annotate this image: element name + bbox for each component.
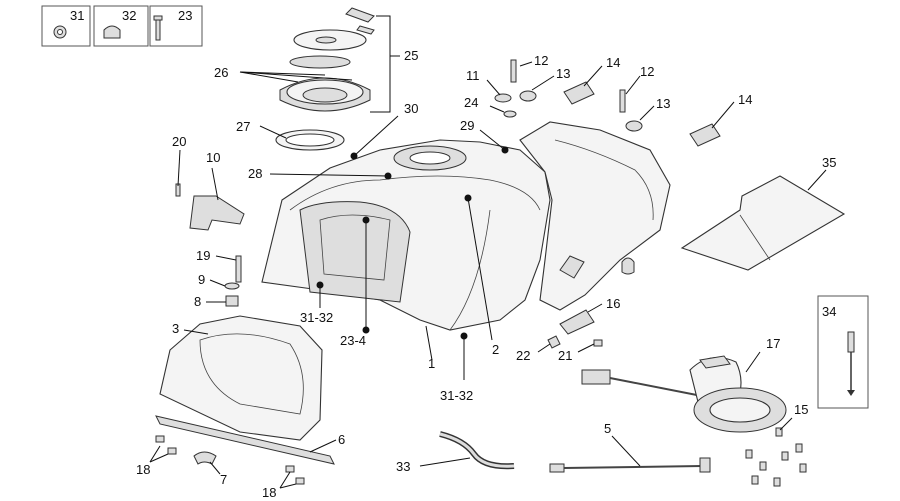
label-27: 27: [236, 119, 250, 134]
label-29: 29: [460, 118, 474, 133]
label-8: 8: [194, 294, 201, 309]
label-7: 7: [220, 472, 227, 487]
label-26: 26: [214, 65, 228, 80]
label-35: 35: [822, 155, 836, 170]
label-20: 20: [172, 134, 186, 149]
label-1: 1: [428, 356, 435, 371]
label-10: 10: [206, 150, 220, 165]
label-2: 2: [492, 342, 499, 357]
hose-5: [549, 457, 711, 473]
bracket-10: [189, 195, 245, 231]
label-25: 25: [404, 48, 418, 63]
label-30: 30: [404, 101, 418, 116]
label-34: 34: [822, 304, 836, 319]
label-11: 11: [466, 68, 480, 83]
label-19: 19: [196, 248, 210, 263]
label-22: 22: [516, 348, 530, 363]
kit-box-23: [149, 5, 203, 47]
label-18-left: 18: [136, 462, 150, 477]
label-13-b: 13: [656, 96, 670, 111]
label-31-32-left: 31-32: [300, 310, 333, 325]
rear-tank-section: [519, 121, 671, 311]
label-9: 9: [198, 272, 205, 287]
label-5: 5: [604, 421, 611, 436]
callout-labels: 31 32 23 25 26 27 28 30 29 20 10 19 9 8 …: [70, 8, 836, 500]
fuel-tank: [261, 139, 551, 331]
label-31-32-bottom: 31-32: [440, 388, 473, 403]
fuel-pump-17: [581, 355, 787, 433]
label-6: 6: [338, 432, 345, 447]
label-21: 21: [558, 348, 572, 363]
label-32: 32: [122, 8, 136, 23]
label-33: 33: [396, 459, 410, 474]
kit-box-34: [817, 295, 869, 409]
label-28: 28: [248, 166, 262, 181]
label-3: 3: [172, 321, 179, 336]
sheet-35: [680, 175, 846, 271]
label-24: 24: [464, 95, 478, 110]
label-14-b: 14: [738, 92, 752, 107]
strip-6: [155, 415, 335, 465]
label-23-4: 23-4: [340, 333, 366, 348]
kit-box-31: [41, 5, 91, 47]
label-15: 15: [794, 402, 808, 417]
tank-cover-3: [159, 315, 323, 441]
filler-cap-parts: [275, 7, 375, 151]
label-14-a: 14: [606, 55, 620, 70]
label-12-b: 12: [640, 64, 654, 79]
kit-box-32: [93, 5, 149, 47]
label-16: 16: [606, 296, 620, 311]
label-18-bottom: 18: [262, 485, 276, 500]
label-23: 23: [178, 8, 192, 23]
label-12-a: 12: [534, 53, 548, 68]
label-31: 31: [70, 8, 84, 23]
label-17: 17: [766, 336, 780, 351]
label-13-a: 13: [556, 66, 570, 81]
